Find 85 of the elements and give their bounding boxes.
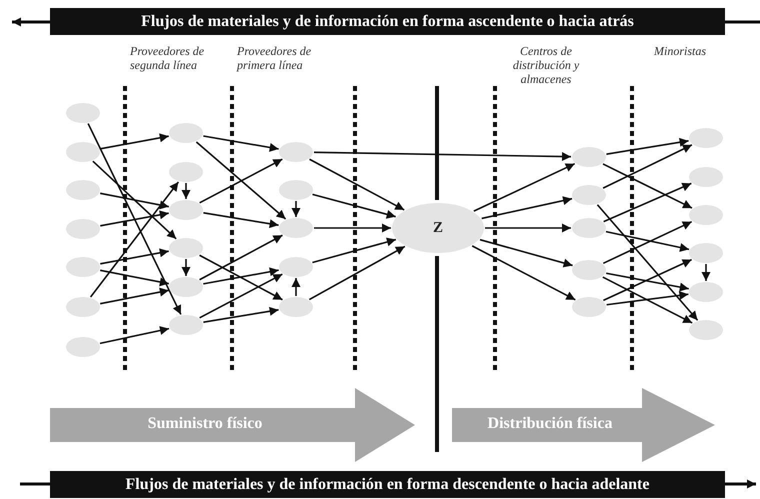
column-heading: Proveedores de segunda línea (130, 44, 206, 72)
arrow (87, 123, 182, 315)
node-ellipse (66, 180, 100, 200)
arrow (100, 288, 169, 304)
arrow (203, 212, 279, 228)
arrow (203, 306, 279, 323)
arrow (182, 259, 190, 276)
arrow (312, 238, 396, 264)
arrow (473, 162, 576, 212)
hub-ellipse (392, 203, 484, 253)
arrow (100, 133, 169, 150)
arrow-label: Distribución física (486, 415, 614, 433)
arrow (606, 290, 688, 306)
node-ellipse (689, 320, 723, 340)
node-ellipse (572, 297, 606, 317)
node-ellipse (66, 103, 100, 123)
node-ellipse (66, 142, 100, 162)
arrow (702, 264, 710, 281)
node-ellipse (169, 123, 203, 143)
node-ellipse (66, 337, 100, 357)
arrow (485, 224, 571, 232)
node-ellipse (572, 185, 606, 205)
arrow (100, 192, 169, 210)
arrow (309, 158, 405, 211)
node-ellipse (689, 167, 723, 187)
column-heading: Minoristas (652, 44, 707, 58)
arrow (602, 163, 692, 209)
arrow (314, 152, 572, 162)
arrow (603, 182, 692, 222)
node-ellipse (169, 200, 203, 220)
node-ellipse (66, 257, 100, 277)
arrow (203, 267, 279, 285)
node-ellipse (689, 243, 723, 263)
node-ellipse (279, 142, 313, 162)
arrow (199, 234, 283, 280)
arrow (90, 181, 180, 298)
arrow (308, 246, 406, 300)
arrow (606, 138, 689, 155)
arrow (199, 158, 283, 204)
arrow (92, 160, 177, 240)
arrow (480, 238, 573, 268)
arrow-label: Suministro físico (146, 415, 264, 433)
arrow (203, 135, 279, 152)
node-ellipse (689, 282, 723, 302)
arrow (606, 272, 689, 292)
node-ellipse (169, 315, 203, 335)
node-ellipse (169, 162, 203, 182)
banner: Flujos de materiales y de información en forma descendente o hacia adelante (50, 471, 725, 498)
arrow (472, 245, 576, 301)
arrow (100, 326, 170, 344)
arrow (199, 254, 283, 300)
arrow (100, 248, 169, 265)
arrow (606, 230, 690, 252)
column-heading: Proveedores de primera línea (237, 44, 312, 72)
node-label: Z (432, 220, 443, 236)
arrow (602, 144, 692, 189)
arrow (100, 210, 169, 227)
arrow (292, 201, 300, 217)
arrow (602, 220, 692, 264)
node-ellipse (572, 218, 606, 238)
banner: Flujos de materiales y de información en forma ascendente o hacia atrás (50, 8, 725, 35)
arrow (482, 196, 572, 220)
arrow (100, 270, 169, 286)
node-ellipse (689, 205, 723, 225)
column-heading: Centros de distribución y almacenes (512, 44, 580, 86)
arrow (314, 224, 391, 232)
node-ellipse (279, 180, 313, 200)
node-ellipse (689, 128, 723, 148)
arrow (596, 204, 698, 321)
node-ellipse (279, 218, 313, 238)
arrow (182, 183, 190, 199)
node-ellipse (572, 260, 606, 280)
node-ellipse (66, 219, 100, 239)
node-ellipse (279, 257, 313, 277)
arrow (603, 258, 692, 302)
node-ellipse (169, 277, 203, 297)
arrow (602, 276, 693, 324)
arrow (196, 141, 286, 220)
node-ellipse (279, 297, 313, 317)
arrow (312, 194, 396, 219)
arrow (292, 278, 300, 296)
node-ellipse (572, 147, 606, 167)
node-ellipse (66, 297, 100, 317)
node-ellipse (169, 238, 203, 258)
arrow (199, 273, 283, 319)
